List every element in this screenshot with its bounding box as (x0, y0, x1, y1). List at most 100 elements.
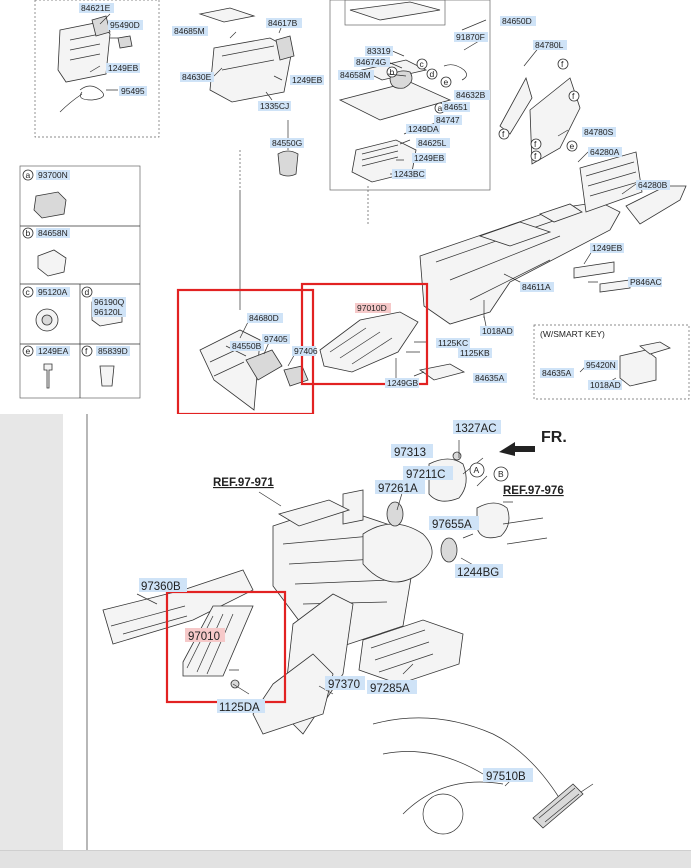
label-84550G: 84550G (272, 138, 302, 148)
label-84685M: 84685M (174, 26, 205, 36)
label-95420N: 95420N (586, 360, 616, 370)
clip-part-f (99, 365, 115, 387)
label-1125KC: 1125KC (438, 338, 468, 348)
label-97010: 97010 (188, 631, 220, 643)
label-84780L: 84780L (535, 40, 564, 50)
label-1249DA: 1249DA (408, 124, 439, 134)
label-97285A: 97285A (370, 683, 410, 695)
label-1249EB-a: 1249EB (108, 63, 139, 73)
top-callouts: b c d e a f f f f e f (390, 59, 576, 161)
label-97360B: 97360B (141, 581, 181, 593)
legend-code-b: 84658N (38, 228, 68, 238)
legend-letter-a: a (26, 170, 31, 180)
vent-grille-97510B (532, 783, 584, 829)
label-1335CJ: 1335CJ (260, 101, 289, 111)
bottom-part-labels: FR. REF.97-971 REF.97-976 1327AC 97313 9… (139, 420, 567, 783)
ref-97-971: REF.97-971 (213, 477, 274, 489)
label-84651: 84651 (444, 102, 468, 112)
legend-code-f: 85839D (98, 346, 128, 356)
forward-arrow-icon (499, 442, 535, 456)
smart-key-box (533, 324, 690, 400)
label-1249EB-d: 1249EB (592, 243, 623, 253)
label-83319: 83319 (367, 46, 391, 56)
ventilation-duct-diagram-panel: A B FR. REF.97-971 REF.97-976 1327AC 973… (63, 414, 691, 850)
callout-e-2: e (570, 141, 575, 151)
wiring-detail-box (34, 0, 160, 138)
console-side-panel (579, 151, 643, 213)
label-97405: 97405 (264, 334, 288, 344)
label-1125DA: 1125DA (219, 702, 260, 714)
legend-code-d2: 96120L (94, 307, 123, 317)
label-84650D: 84650D (502, 16, 532, 26)
legend-code-d: 96190Q (94, 297, 125, 307)
legend-letter-c: c (26, 287, 31, 297)
callout-d-1: d (430, 69, 435, 79)
label-97510B: 97510B (486, 771, 526, 783)
label-84747: 84747 (436, 115, 460, 125)
legend-code-a: 93700N (38, 170, 68, 180)
label-1244BG: 1244BG (457, 567, 499, 579)
label-64280A: 64280A (590, 147, 620, 157)
label-84632B: 84632B (456, 90, 486, 100)
label-84621E: 84621E (81, 3, 111, 13)
label-84617B: 84617B (268, 18, 298, 28)
legend-letter-f: f (85, 346, 88, 356)
glovebox-97285A (358, 619, 464, 685)
label-84630E: 84630E (182, 72, 212, 82)
label-97261A: 97261A (378, 483, 418, 495)
label-1327AC: 1327AC (455, 423, 497, 435)
center-console-body (419, 201, 621, 325)
duct-part-97010D (319, 311, 419, 373)
callout-c-1: c (420, 59, 425, 69)
label-95490D: 95490D (110, 20, 140, 30)
label-97313: 97313 (394, 447, 426, 459)
ventilation-duct-diagram: A B FR. REF.97-971 REF.97-976 1327AC 973… (86, 414, 594, 850)
label-97010D: 97010D (357, 303, 387, 313)
label-97211C: 97211C (406, 469, 445, 481)
top-part-labels: 84621E 95490D 1249EB 95495 84685M 84617B… (79, 3, 670, 390)
callout-B: B (498, 469, 504, 479)
label-84680D: 84680D (249, 313, 279, 323)
callout-A: A (474, 465, 480, 475)
label-64280B: 64280B (638, 180, 668, 190)
label-84635A-a: 84635A (475, 373, 505, 383)
label-1249GB: 1249GB (387, 378, 419, 388)
callout-f-2: f (572, 91, 575, 101)
callout-b-1: b (390, 67, 395, 77)
label-1249EB-b: 1249EB (292, 75, 323, 85)
switch-part-a (33, 191, 67, 219)
center-console-diagram: 84621E 95490D 1249EB 95495 84685M 84617B… (19, 0, 690, 414)
label-97370: 97370 (328, 679, 360, 691)
callout-e-1: e (444, 77, 449, 87)
legend-letter-b: b (26, 228, 31, 238)
callout-f-1: f (561, 59, 564, 69)
label-84625L: 84625L (418, 138, 447, 148)
label-1249EB-c: 1249EB (414, 153, 445, 163)
car-silhouette (372, 717, 594, 815)
label-1018AD-a: 1018AD (482, 326, 513, 336)
callout-f-5: f (534, 151, 537, 161)
legend-code-c: 95120A (38, 287, 68, 297)
direction-label: FR. (541, 429, 567, 446)
label-1125KB: 1125KB (460, 348, 490, 358)
label-95495: 95495 (121, 86, 145, 96)
center-console-diagram-panel: 84621E 95490D 1249EB 95495 84685M 84617B… (0, 0, 691, 414)
legend-letter-e: e (26, 346, 31, 356)
screw-part-e (43, 363, 53, 389)
ref-97-976: REF.97-976 (503, 485, 564, 497)
label-1018AD-b: 1018AD (590, 380, 621, 390)
label-91870F: 91870F (456, 32, 485, 42)
label-84550B: 84550B (232, 341, 262, 351)
legend-letter-d: d (85, 287, 90, 297)
bottom-status-strip (0, 850, 691, 868)
legend-code-e: 1249EA (38, 346, 69, 356)
label-84658M: 84658M (340, 70, 371, 80)
smart-key-title: (W/SMART KEY) (540, 329, 605, 339)
legend: a 93700N b 84658N c 95120A d 96190Q 9612… (22, 169, 130, 357)
label-84780S: 84780S (584, 127, 614, 137)
label-P846AC: P846AC (630, 277, 662, 287)
label-97406: 97406 (294, 346, 318, 356)
upper-tray-box (344, 0, 446, 26)
callout-f-3: f (502, 129, 505, 139)
label-1243BC: 1243BC (394, 169, 425, 179)
